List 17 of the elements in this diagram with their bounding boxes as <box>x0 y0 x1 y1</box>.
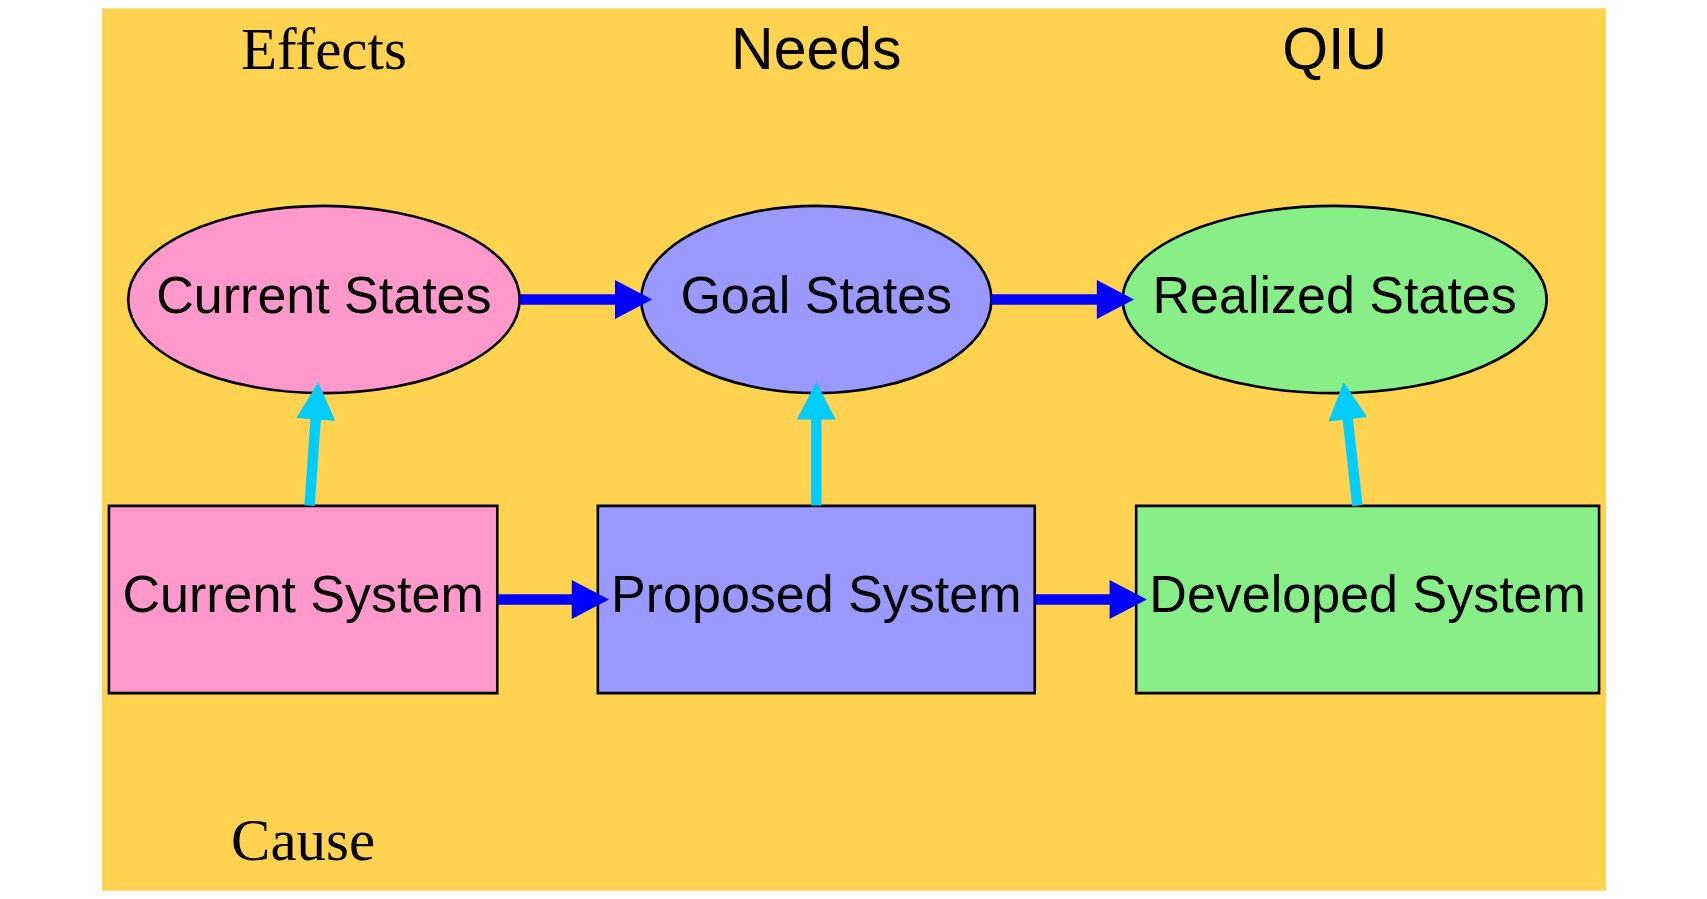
arrow <box>519 280 652 320</box>
label: QIU <box>1281 16 1387 82</box>
node-ellipse: Goal States <box>639 204 993 395</box>
node-box: Developed System <box>1134 504 1600 695</box>
arrow <box>295 382 335 506</box>
label: Needs <box>730 16 901 82</box>
node-ellipse: Realized States <box>1120 204 1548 395</box>
label: Cause <box>230 806 375 873</box>
node-box: Current System <box>107 504 499 695</box>
node-box: Proposed System <box>596 504 1036 695</box>
node-ellipse: Current States <box>126 204 521 395</box>
arrow <box>1034 579 1147 619</box>
arrow <box>796 382 836 506</box>
arrow <box>990 280 1134 320</box>
label: Effects <box>240 16 407 83</box>
arrow <box>497 579 609 619</box>
arrow <box>1327 382 1367 507</box>
